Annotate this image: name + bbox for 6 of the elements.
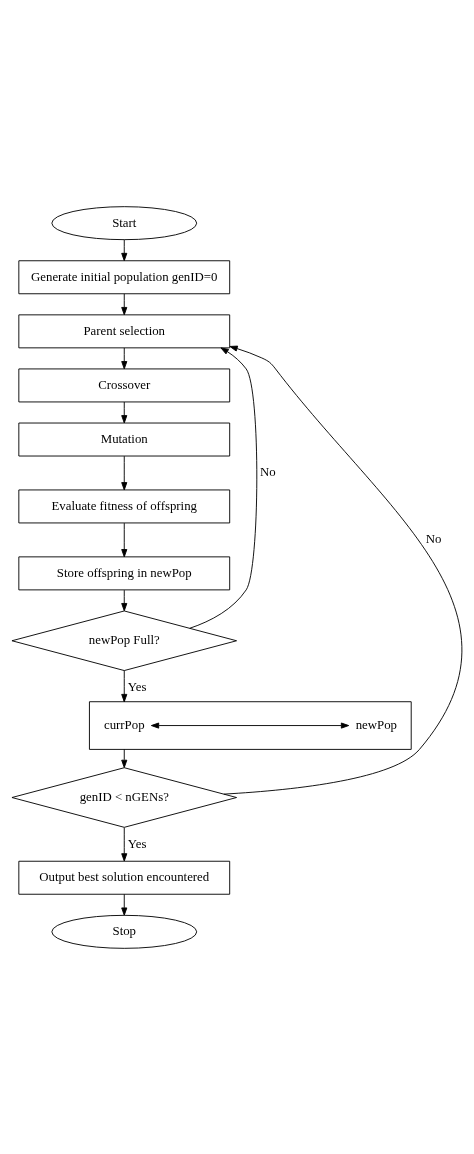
node-text: newPop <box>355 717 398 732</box>
edge-label: No <box>425 531 442 546</box>
edge-label: Yes <box>127 679 147 694</box>
node-text: currPop <box>103 717 145 732</box>
edge-label: Yes <box>127 836 147 851</box>
edge-label: No <box>259 464 276 479</box>
